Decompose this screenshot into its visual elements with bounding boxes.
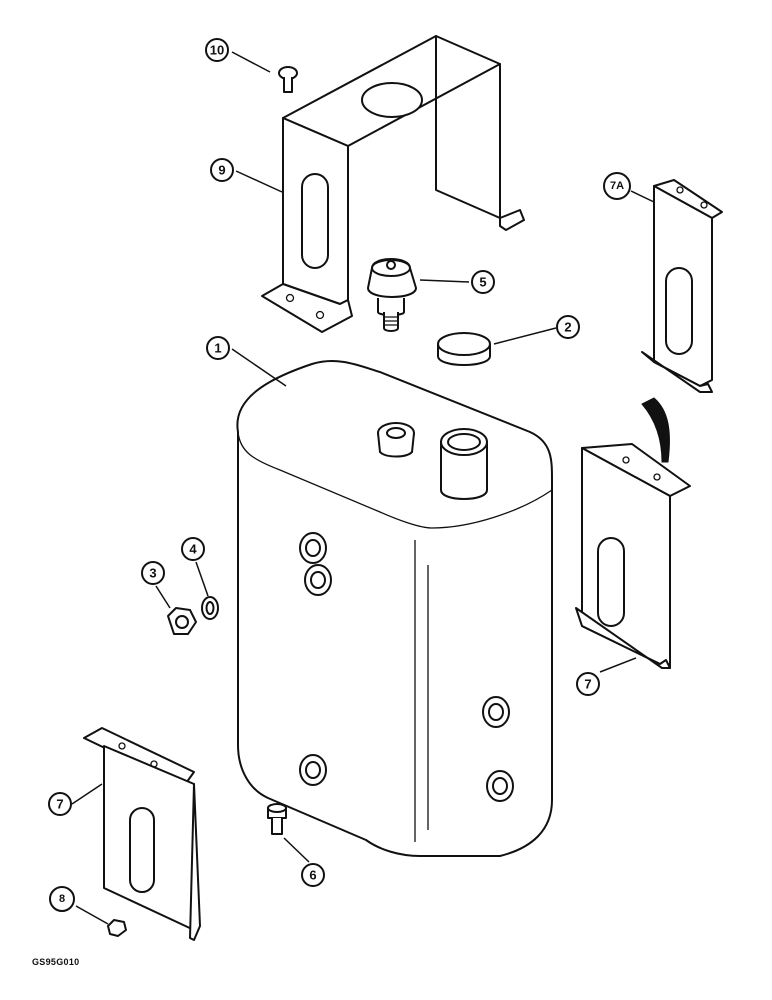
cap [437,332,491,366]
callout-8: 9 [210,158,234,182]
svg-text:7A: 7A [610,180,624,192]
callout-4: 4 [181,537,205,561]
strap-bracket [261,35,525,333]
callout-7A: 7A [603,172,631,200]
callout-7-left: 7 [48,792,72,816]
callout-7-right: 7 [576,672,600,696]
bracket-7A [641,179,723,393]
svg-text:1: 1 [214,341,221,356]
callout-3: 3 [141,561,165,585]
figure-code: GS95G010 [32,957,80,967]
washer [201,596,219,620]
bracket-7-right [575,443,691,669]
fluid-tank [236,360,553,857]
callout-5: 5 [471,270,495,294]
svg-text:2: 2 [564,320,571,335]
svg-text:5: 5 [479,275,486,290]
callout-6: 6 [301,863,325,887]
leader-lines [71,51,655,925]
svg-text:4: 4 [189,542,197,557]
bolt [267,803,287,835]
svg-text:7: 7 [584,677,591,692]
callout-10: 8 [49,886,75,912]
nut [107,919,127,937]
svg-text:6: 6 [309,868,316,883]
direction-arrow [641,397,670,463]
bracket-7-left [83,727,201,941]
svg-text:9: 9 [218,163,225,178]
screw [278,66,298,93]
breather [367,258,417,332]
callout-9: 10 [205,38,229,62]
callout-2: 2 [556,315,580,339]
svg-text:3: 3 [149,566,156,581]
svg-text:10: 10 [210,43,224,58]
callout-1: 1 [206,336,230,360]
fitting [167,607,197,635]
svg-text:7: 7 [56,797,63,812]
svg-text:8: 8 [59,893,65,905]
